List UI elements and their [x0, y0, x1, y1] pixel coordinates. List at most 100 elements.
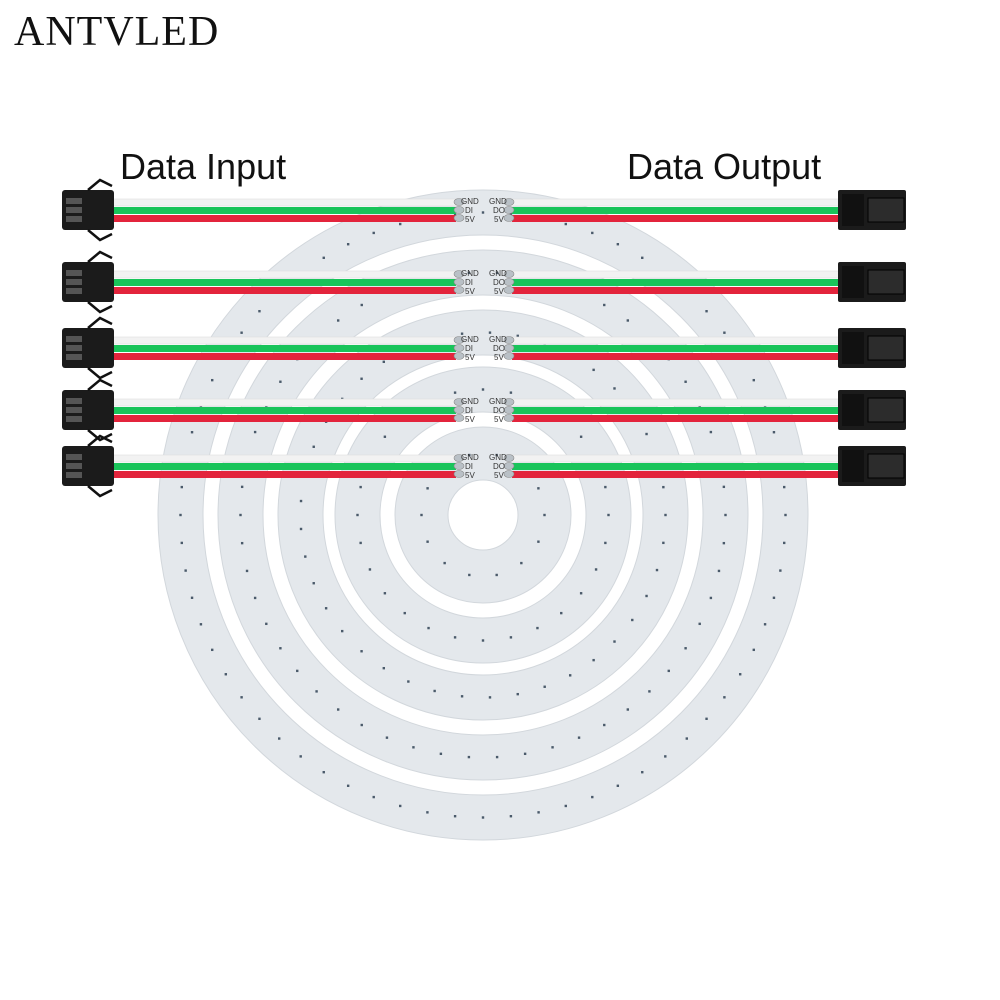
led-dot [551, 746, 554, 749]
led-dot [253, 596, 257, 600]
led-dot [253, 430, 257, 434]
led-dot [412, 746, 415, 749]
pad-label-5v-in: 5V [465, 415, 475, 424]
output-connector-shell [842, 266, 864, 298]
led-dot [312, 582, 315, 585]
led-dot [179, 513, 182, 517]
output-wire-green [512, 207, 840, 214]
data-output-label: Data Output [627, 146, 822, 187]
connector-pin [66, 279, 82, 285]
led-dot [240, 485, 244, 489]
led-dot [626, 708, 630, 711]
led-dot [299, 527, 303, 531]
input-wire-white [111, 198, 457, 207]
led-dot [360, 723, 363, 727]
led-dot [426, 487, 429, 490]
led-dot [427, 626, 430, 630]
led-dot [603, 303, 606, 307]
pad-label-di: DI [465, 462, 473, 471]
led-dot [579, 592, 583, 595]
wire-harnesses: GNDDI5VGNDDO5VGNDDI5VGNDDO5VGNDDI5VGNDDO… [62, 178, 906, 498]
led-dot [258, 310, 261, 313]
led-dot [604, 485, 607, 489]
led-dot [322, 256, 325, 260]
pad-label-do: DO [493, 462, 505, 471]
input-connector-latch [87, 434, 113, 498]
led-dot [705, 717, 708, 720]
led-dot [359, 541, 362, 545]
led-dot [460, 332, 464, 335]
led-dot [341, 629, 344, 633]
led-dot [382, 666, 385, 670]
led-dot [399, 222, 402, 226]
led-dot [537, 487, 540, 490]
led-dot [433, 689, 436, 693]
led-dot [684, 380, 687, 383]
led-dot [641, 256, 644, 260]
output-wire-white [511, 336, 841, 345]
pad-label-5v-in: 5V [465, 215, 475, 224]
led-dot [709, 430, 713, 434]
led-dot [543, 513, 546, 517]
led-dot [279, 647, 282, 650]
input-wire-white [111, 398, 457, 407]
connector-pin [66, 398, 82, 404]
led-dot [723, 696, 726, 699]
led-dot [752, 648, 755, 652]
led-dot [299, 499, 303, 503]
led-dot [453, 815, 457, 818]
solder-joint [503, 198, 515, 206]
led-dot [613, 387, 616, 390]
led-dot [603, 723, 606, 727]
led-dot [613, 640, 616, 643]
led-dot [443, 561, 446, 565]
led-dot [579, 435, 583, 438]
led-dot [520, 561, 523, 565]
led-dot [360, 650, 363, 653]
pad-label-5v-in: 5V [465, 471, 475, 480]
pad-label-gnd-out: GND [489, 197, 507, 206]
connector-pin [66, 354, 82, 360]
connector-pin [66, 198, 82, 204]
input-wire-white [111, 454, 457, 463]
led-dot [655, 568, 659, 572]
led-dot [667, 669, 670, 673]
led-dot [705, 310, 708, 313]
connector-pin [66, 407, 82, 413]
led-dot [315, 690, 318, 693]
ring-5-gap [447, 479, 519, 551]
pad-label-di: DI [465, 206, 473, 215]
connector-pin [66, 416, 82, 422]
led-dot [304, 555, 307, 558]
input-wire-green [112, 207, 456, 214]
led-dot [662, 485, 665, 489]
solder-joint [503, 352, 515, 360]
connector-pin [66, 216, 82, 222]
led-dot [467, 755, 471, 759]
pad-label-gnd-in: GND [461, 335, 479, 344]
led-dot [488, 696, 492, 699]
led-dot [537, 811, 540, 814]
output-connector-shell [842, 332, 864, 364]
solder-joint [453, 398, 465, 406]
pad-label-5v-out: 5V [494, 415, 504, 424]
led-dot [645, 432, 648, 436]
led-dot [382, 360, 385, 364]
pad-label-di: DI [465, 344, 473, 353]
pad-label-gnd-in: GND [461, 197, 479, 206]
led-dot [324, 607, 328, 610]
led-dot [577, 736, 581, 739]
output-connector [838, 328, 906, 368]
led-dot [560, 611, 563, 615]
led-dot [772, 596, 776, 599]
led-dot [722, 541, 726, 545]
output-connector [838, 446, 906, 486]
solder-joint [453, 278, 465, 286]
connector-pin [66, 463, 82, 469]
led-dot [752, 378, 755, 382]
led-dot [383, 435, 387, 438]
solder-joint [503, 414, 515, 422]
led-dot [495, 271, 499, 275]
